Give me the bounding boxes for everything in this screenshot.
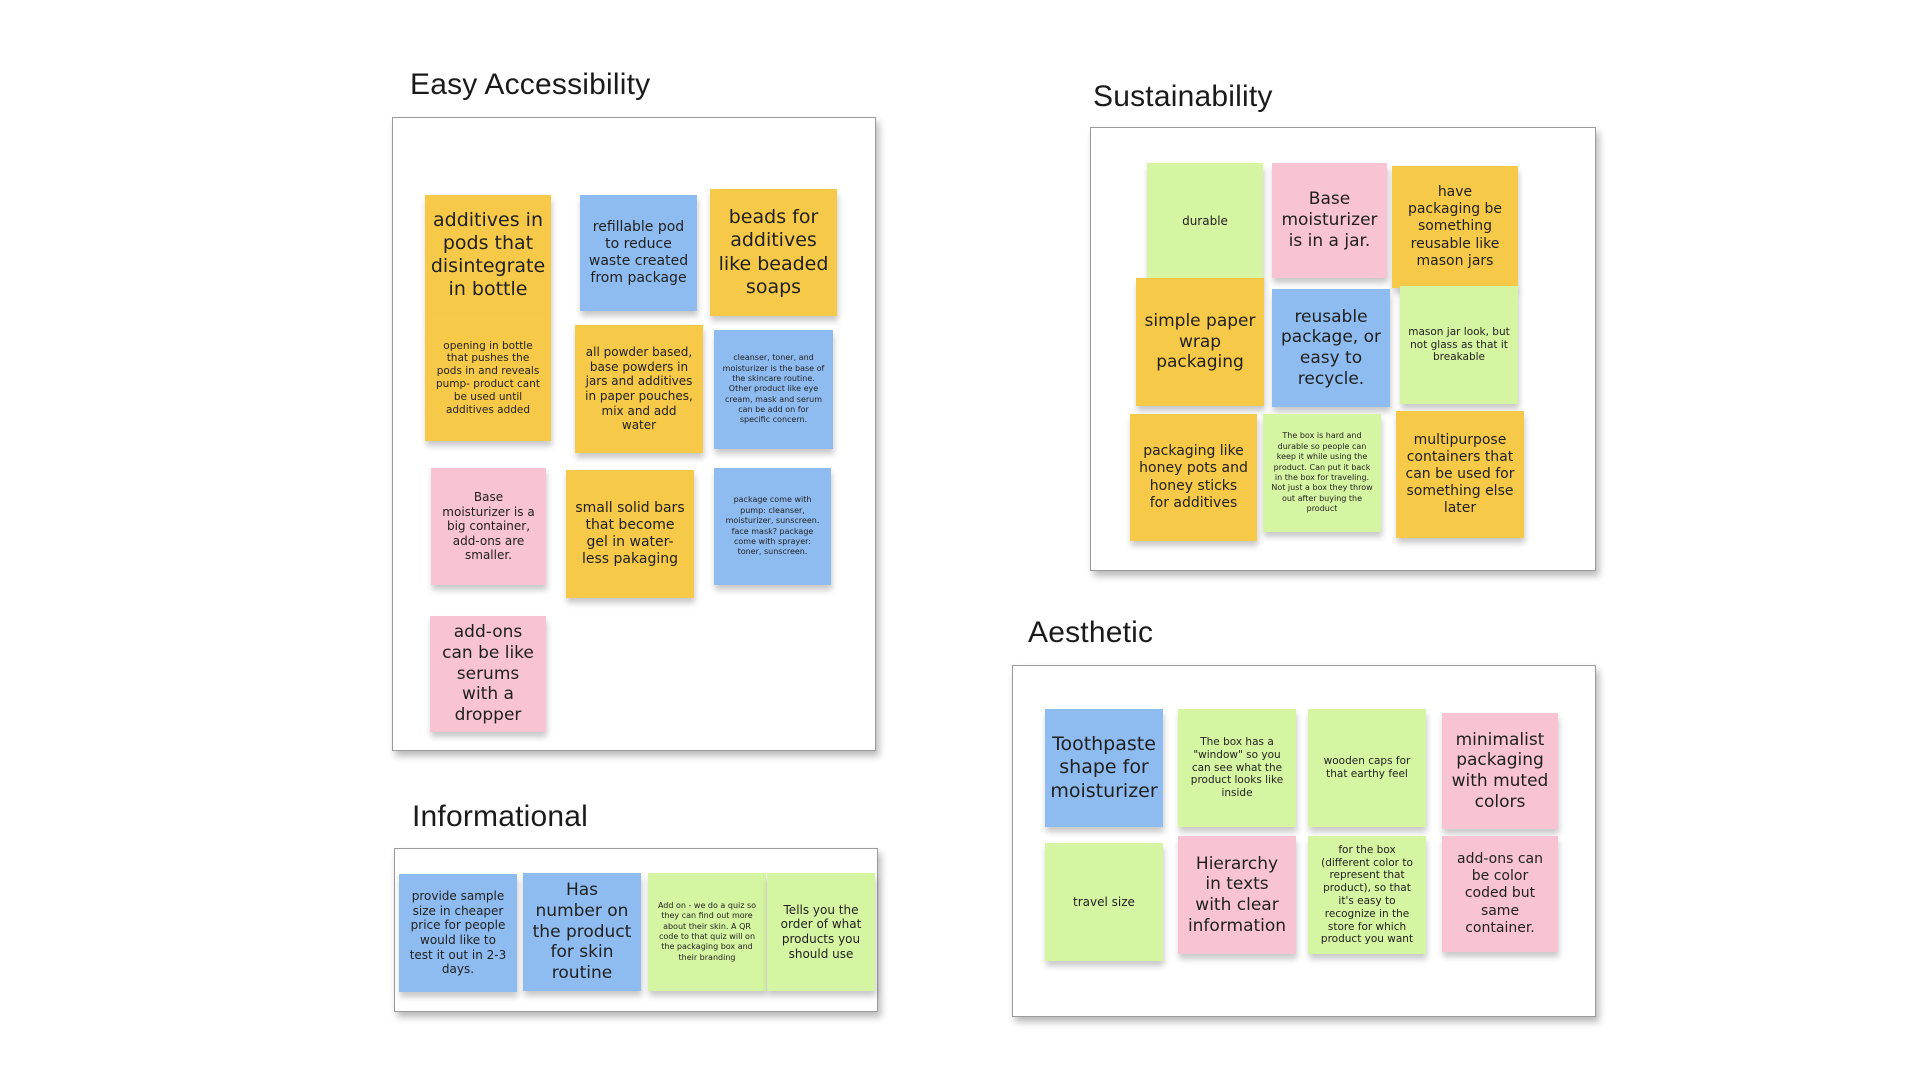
sticky-note[interactable]: wooden caps for that earthy feel [1308, 709, 1426, 827]
sticky-note[interactable]: Hierarchy in texts with clear informatio… [1178, 836, 1296, 954]
sticky-note[interactable]: for the box (different color to represen… [1308, 836, 1426, 954]
sticky-note[interactable]: simple paper wrap packaging [1136, 278, 1264, 406]
sticky-note[interactable]: have packaging be something reusable lik… [1392, 166, 1518, 288]
sticky-note[interactable]: Base moisturizer is in a jar. [1272, 163, 1387, 278]
sticky-note[interactable]: package come with pump: cleanser, moistu… [714, 468, 831, 585]
sticky-note[interactable]: mason jar look, but not glass as that it… [1400, 286, 1518, 404]
sticky-note[interactable]: The box is hard and durable so people ca… [1263, 414, 1381, 532]
sticky-note[interactable]: Has number on the product for skin routi… [523, 873, 641, 991]
sticky-note[interactable]: additives in pods that disintegrate in b… [425, 195, 551, 315]
sticky-note[interactable]: provide sample size in cheaper price for… [399, 874, 517, 992]
sticky-note[interactable]: travel size [1045, 843, 1163, 961]
sticky-note[interactable]: small solid bars that become gel in wate… [566, 470, 694, 598]
sticky-note[interactable]: multipurpose containers that can be used… [1396, 411, 1524, 538]
group-title-informational: Informational [412, 800, 589, 833]
sticky-note[interactable]: add-ons can be like serums with a droppe… [430, 616, 546, 732]
sticky-note[interactable]: beads for additives like beaded soaps [710, 189, 837, 316]
sticky-note[interactable]: all powder based, base powders in jars a… [575, 325, 703, 453]
sticky-note[interactable]: refillable pod to reduce waste created f… [580, 195, 697, 311]
sticky-note[interactable]: add-ons can be color coded but same cont… [1442, 836, 1558, 952]
sticky-note[interactable]: Base moisturizer is a big container, add… [431, 468, 546, 585]
sticky-note[interactable]: Toothpaste shape for moisturizer [1045, 709, 1163, 827]
sticky-note[interactable]: reusable package, or easy to recycle. [1272, 289, 1390, 407]
sticky-note[interactable]: cleanser, toner, and moisturizer is the … [714, 330, 833, 449]
sticky-note[interactable]: minimalist packaging with muted colors [1442, 713, 1558, 829]
sticky-note[interactable]: durable [1147, 163, 1263, 279]
sticky-note[interactable]: opening in bottle that pushes the pods i… [425, 315, 551, 441]
sticky-note[interactable]: The box has a "window" so you can see wh… [1178, 709, 1296, 827]
group-title-easy-accessibility: Easy Accessibility [410, 68, 651, 101]
group-title-aesthetic: Aesthetic [1028, 616, 1154, 649]
sticky-note[interactable]: Tells you the order of what products you… [767, 873, 875, 991]
sticky-note[interactable]: packaging like honey pots and honey stic… [1130, 414, 1257, 541]
group-title-sustainability: Sustainability [1093, 80, 1273, 113]
sticky-note[interactable]: Add on - we do a quiz so they can find o… [648, 873, 766, 991]
